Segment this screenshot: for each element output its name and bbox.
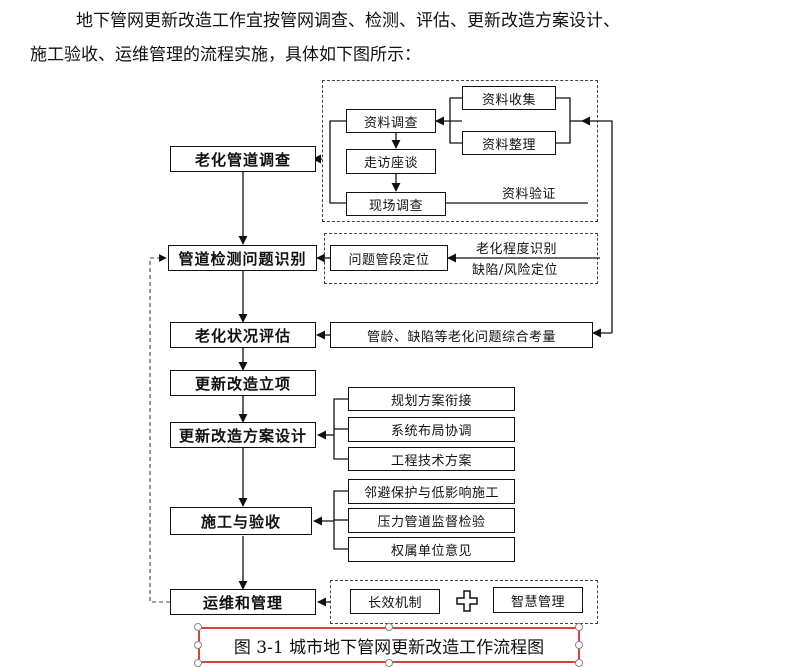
main-step-design: 更新改造方案设计 bbox=[170, 422, 316, 448]
caption-handle-mr[interactable] bbox=[575, 641, 583, 649]
main-step-assessment: 老化状况评估 bbox=[170, 322, 316, 348]
design-layout-coord: 系统布局协调 bbox=[348, 417, 515, 442]
main-step-operation: 运维和管理 bbox=[170, 589, 316, 615]
caption-handle-tr[interactable] bbox=[575, 623, 583, 631]
survey-data-investigation: 资料调查 bbox=[346, 109, 436, 133]
data-verify-label: 资料验证 bbox=[502, 187, 557, 202]
caption-handle-br[interactable] bbox=[575, 659, 583, 667]
construction-pressure-check: 压力管道监督检验 bbox=[348, 508, 515, 533]
assessment-criteria: 管龄、缺陷等老化问题综合考量 bbox=[330, 322, 593, 348]
design-plan-link: 规划方案衔接 bbox=[348, 387, 515, 411]
plus-icon bbox=[456, 590, 478, 612]
caption-handle-tm[interactable] bbox=[385, 623, 393, 631]
aging-identify-label: 老化程度识别 bbox=[476, 242, 558, 257]
survey-group-frame bbox=[322, 80, 598, 222]
construction-protection: 邻避保护与低影响施工 bbox=[348, 479, 515, 504]
operation-long-term: 长效机制 bbox=[350, 589, 440, 614]
design-engineering: 工程技术方案 bbox=[348, 447, 515, 471]
main-step-project: 更新改造立项 bbox=[170, 370, 316, 396]
operation-smart: 智慧管理 bbox=[493, 587, 583, 613]
detection-group-frame bbox=[324, 233, 598, 284]
caption-handle-ml[interactable] bbox=[194, 641, 202, 649]
main-step-aging-survey: 老化管道调查 bbox=[170, 146, 316, 172]
caption-handle-tl[interactable] bbox=[194, 623, 202, 631]
construction-ownership: 权属单位意见 bbox=[348, 537, 515, 562]
operation-group-frame bbox=[330, 580, 598, 624]
caption-handle-bm[interactable] bbox=[385, 659, 393, 667]
caption-handle-bl[interactable] bbox=[194, 659, 202, 667]
problem-segment-locate: 问题管段定位 bbox=[330, 245, 448, 271]
intro-paragraph: 地下管网更新改造工作宜按管网调查、检测、评估、更新改造方案设计、 施工验收、运维… bbox=[30, 4, 790, 72]
figure-caption-text: 图 3-1 城市地下管网更新改造工作流程图 bbox=[233, 637, 545, 658]
data-organization: 资料整理 bbox=[462, 131, 556, 155]
intro-line-1: 地下管网更新改造工作宜按管网调查、检测、评估、更新改造方案设计、 bbox=[76, 11, 620, 31]
figure-caption[interactable]: 图 3-1 城市地下管网更新改造工作流程图 bbox=[198, 627, 580, 663]
survey-interview: 走访座谈 bbox=[346, 149, 436, 174]
data-collection: 资料收集 bbox=[462, 86, 556, 110]
main-step-construction: 施工与验收 bbox=[170, 507, 312, 535]
intro-line-2: 施工验收、运维管理的流程实施，具体如下图所示： bbox=[30, 45, 421, 65]
main-step-detection: 管道检测问题识别 bbox=[168, 245, 317, 271]
survey-field: 现场调查 bbox=[346, 192, 446, 216]
defect-locate-label: 缺陷/风险定位 bbox=[472, 263, 558, 278]
